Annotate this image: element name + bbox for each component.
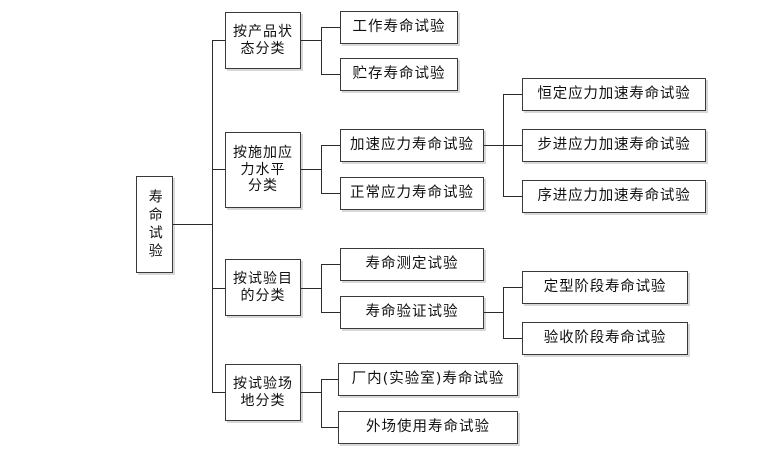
- connector-branch1-spine: [321, 27, 322, 75]
- node-root-life-test[interactable]: 寿命试验: [136, 176, 173, 273]
- node-field-use-life-test[interactable]: 外场使用寿命试验: [338, 411, 518, 444]
- connector-root-spine: [212, 40, 213, 392]
- connector-accelerated-to-child-1: [503, 94, 522, 95]
- node-branch-test-site[interactable]: 按试验场 地分类: [225, 364, 301, 421]
- connector-branch3-stub: [301, 288, 322, 289]
- node-indoor-laboratory-life-test[interactable]: 厂内(实验室)寿命试验: [338, 363, 518, 396]
- connector-accelerated-to-child-3: [503, 196, 522, 197]
- connector-branch4-to-child-1: [321, 379, 340, 380]
- connector-root-to-branch-3: [212, 288, 225, 289]
- connector-branch2-spine: [321, 145, 322, 194]
- connector-verification-to-child-1: [503, 287, 522, 288]
- connector-branch1-stub: [301, 40, 322, 41]
- node-step-stress-accelerated-life-test[interactable]: 步进应力加速寿命试验: [522, 129, 706, 162]
- connector-branch3-spine: [321, 264, 322, 313]
- node-branch-stress-level[interactable]: 按施加应 力水平 分类: [225, 132, 301, 208]
- connector-branch1-to-child-2: [321, 74, 340, 75]
- connector-branch2-stub: [301, 169, 322, 170]
- connector-branch4-spine: [321, 379, 322, 428]
- connector-accelerated-stub: [484, 145, 504, 146]
- connector-branch2-to-child-2: [321, 193, 340, 194]
- connector-branch3-to-child-1: [321, 264, 340, 265]
- connector-accelerated-to-child-2: [503, 145, 522, 146]
- connector-branch1-to-child-1: [321, 27, 340, 28]
- connector-branch4-to-child-2: [321, 427, 340, 428]
- connector-branch3-to-child-2: [321, 312, 340, 313]
- connector-verification-spine: [503, 287, 504, 338]
- connector-root-to-branch-2: [212, 169, 225, 170]
- connector-root-to-branch-4: [212, 392, 225, 393]
- connector-root-to-branch-1: [212, 40, 225, 41]
- connector-root-stub: [173, 224, 213, 225]
- node-finalization-stage-life-test[interactable]: 定型阶段寿命试验: [522, 271, 688, 304]
- connector-branch4-stub: [301, 392, 322, 393]
- node-branch-test-purpose[interactable]: 按试验目 的分类: [225, 259, 301, 316]
- node-life-verification-test[interactable]: 寿命验证试验: [340, 296, 484, 329]
- connector-verification-to-child-2: [503, 338, 522, 339]
- node-normal-stress-life-test[interactable]: 正常应力寿命试验: [340, 177, 484, 210]
- node-progressive-stress-accelerated-life-test[interactable]: 序进应力加速寿命试验: [522, 180, 706, 213]
- connector-branch2-to-child-1: [321, 145, 340, 146]
- node-constant-stress-accelerated-life-test[interactable]: 恒定应力加速寿命试验: [522, 78, 706, 111]
- node-acceptance-stage-life-test[interactable]: 验收阶段寿命试验: [522, 322, 688, 355]
- node-branch-product-state[interactable]: 按产品状 态分类: [225, 12, 301, 69]
- connector-verification-stub: [484, 312, 504, 313]
- node-accelerated-stress-life-test[interactable]: 加速应力寿命试验: [340, 129, 484, 162]
- node-life-determination-test[interactable]: 寿命测定试验: [340, 248, 484, 281]
- node-work-life-test[interactable]: 工作寿命试验: [340, 11, 458, 44]
- node-storage-life-test[interactable]: 贮存寿命试验: [340, 58, 458, 91]
